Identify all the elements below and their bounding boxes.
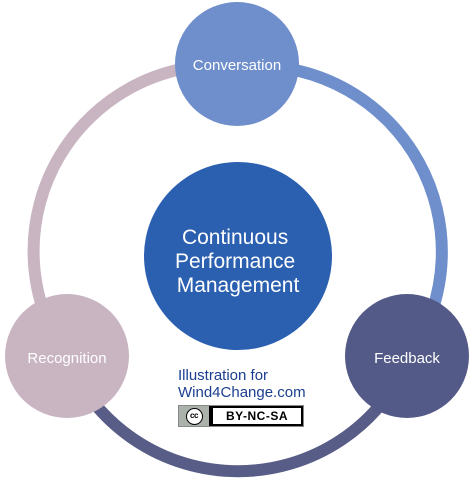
node-recognition-label: Recognition (27, 350, 106, 367)
node-feedback-label: Feedback (374, 350, 440, 367)
credit-line-1: Illustration for (178, 367, 269, 384)
node-recognition: Recognition (5, 294, 129, 418)
node-feedback-circle (345, 294, 469, 418)
node-recognition-circle (5, 294, 129, 418)
center-label-line-3: Management (177, 274, 300, 297)
node-conversation-circle (175, 2, 299, 126)
center-label-line-2: Performance (175, 250, 295, 273)
credit-line-2: Wind4Change.com (178, 384, 306, 401)
arc-feedback-to-recognition (60, 353, 416, 478)
center-label: Continuous Performance Management (175, 226, 301, 297)
license-label: BY-NC-SA (213, 408, 301, 424)
illustration-credit: Illustration for Wind4Change.com (178, 367, 306, 401)
creative-commons-icon: cc (179, 406, 209, 426)
node-conversation-label: Conversation (193, 57, 281, 74)
node-conversation: Conversation (175, 2, 299, 126)
center-label-line-1: Continuous (182, 226, 288, 249)
cc-license-badge: cc BY-NC-SA (178, 405, 304, 427)
center-circle (144, 162, 332, 350)
node-feedback: Feedback (345, 294, 469, 418)
cc-logo: cc (185, 407, 203, 425)
